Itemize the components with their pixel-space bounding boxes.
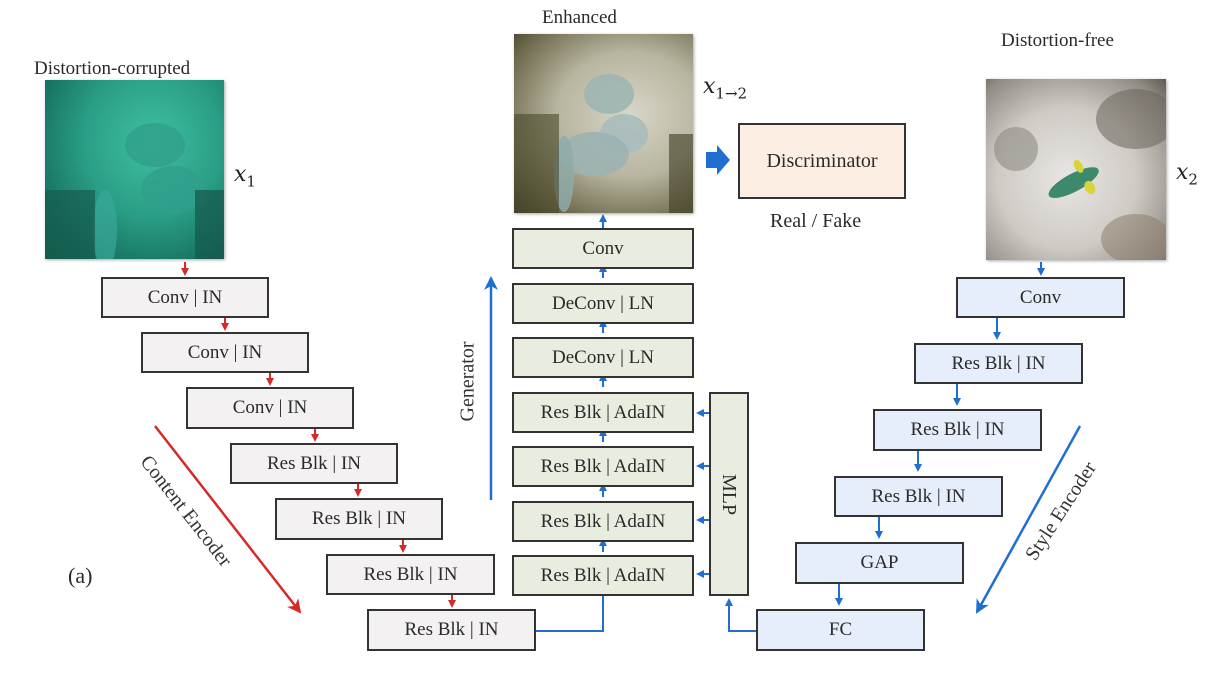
style-encoder-block-res-2: Res Blk | IN [873, 409, 1042, 451]
reference-image [986, 79, 1166, 260]
generator-block-adain-2: Res Blk | AdaIN [512, 446, 694, 487]
enhanced-image [514, 34, 693, 213]
reference-image-symbol: x2 [1176, 160, 1198, 189]
generator-block-conv: Conv [512, 228, 694, 269]
style-encoder-direction-arrow [975, 425, 1082, 614]
generator-block-adain-3: Res Blk | AdaIN [512, 501, 694, 542]
mlp-label: MLP [718, 473, 741, 515]
input-image-caption: Distortion-corrupted [34, 58, 191, 79]
content-encoder-block-7: Res Blk | IN [367, 609, 536, 651]
generator-block-adain-1: Res Blk | AdaIN [512, 392, 694, 433]
generator-block-deconv-2: DeConv | LN [512, 337, 694, 378]
style-encoder-block-gap: GAP [795, 542, 964, 584]
reference-image-caption: Distortion-free [1001, 30, 1114, 51]
generator-label: Generator [456, 341, 479, 422]
generator-block-adain-4: Res Blk | AdaIN [512, 555, 694, 596]
content-encoder-block-5: Res Blk | IN [275, 498, 443, 540]
figure-label: (a) [68, 563, 93, 588]
style-encoder-block-conv: Conv [956, 277, 1125, 318]
fish-icon [514, 74, 693, 213]
content-encoder-block-4: Res Blk | IN [230, 443, 398, 484]
enhanced-image-symbol: x1→2 [703, 74, 748, 103]
discriminator-block: Discriminator [738, 123, 906, 199]
content-encoder-block-1: Conv | IN [101, 277, 269, 318]
content-encoder-direction-arrow [154, 425, 302, 614]
arrow-fc-to-mlp [725, 598, 756, 632]
generator-block-deconv-1: DeConv | LN [512, 283, 694, 324]
content-encoder-block-6: Res Blk | IN [326, 554, 495, 595]
input-image [45, 80, 224, 259]
content-encoder-block-3: Conv | IN [186, 387, 354, 429]
style-encoder-block-res-1: Res Blk | IN [914, 343, 1083, 384]
input-image-symbol: x1 [234, 162, 256, 191]
enhanced-image-caption: Enhanced [542, 7, 617, 28]
style-encoder-block-res-3: Res Blk | IN [834, 476, 1003, 517]
fish-icon [994, 89, 1166, 260]
arrow-to-discriminator [706, 145, 730, 175]
style-encoder-block-fc: FC [756, 609, 925, 651]
content-encoder-block-2: Conv | IN [141, 332, 309, 373]
arrow-content-to-generator [536, 588, 607, 632]
mlp-block: MLP [709, 392, 749, 596]
fish-icon [45, 123, 224, 259]
discriminator-output-label: Real / Fake [770, 210, 862, 232]
